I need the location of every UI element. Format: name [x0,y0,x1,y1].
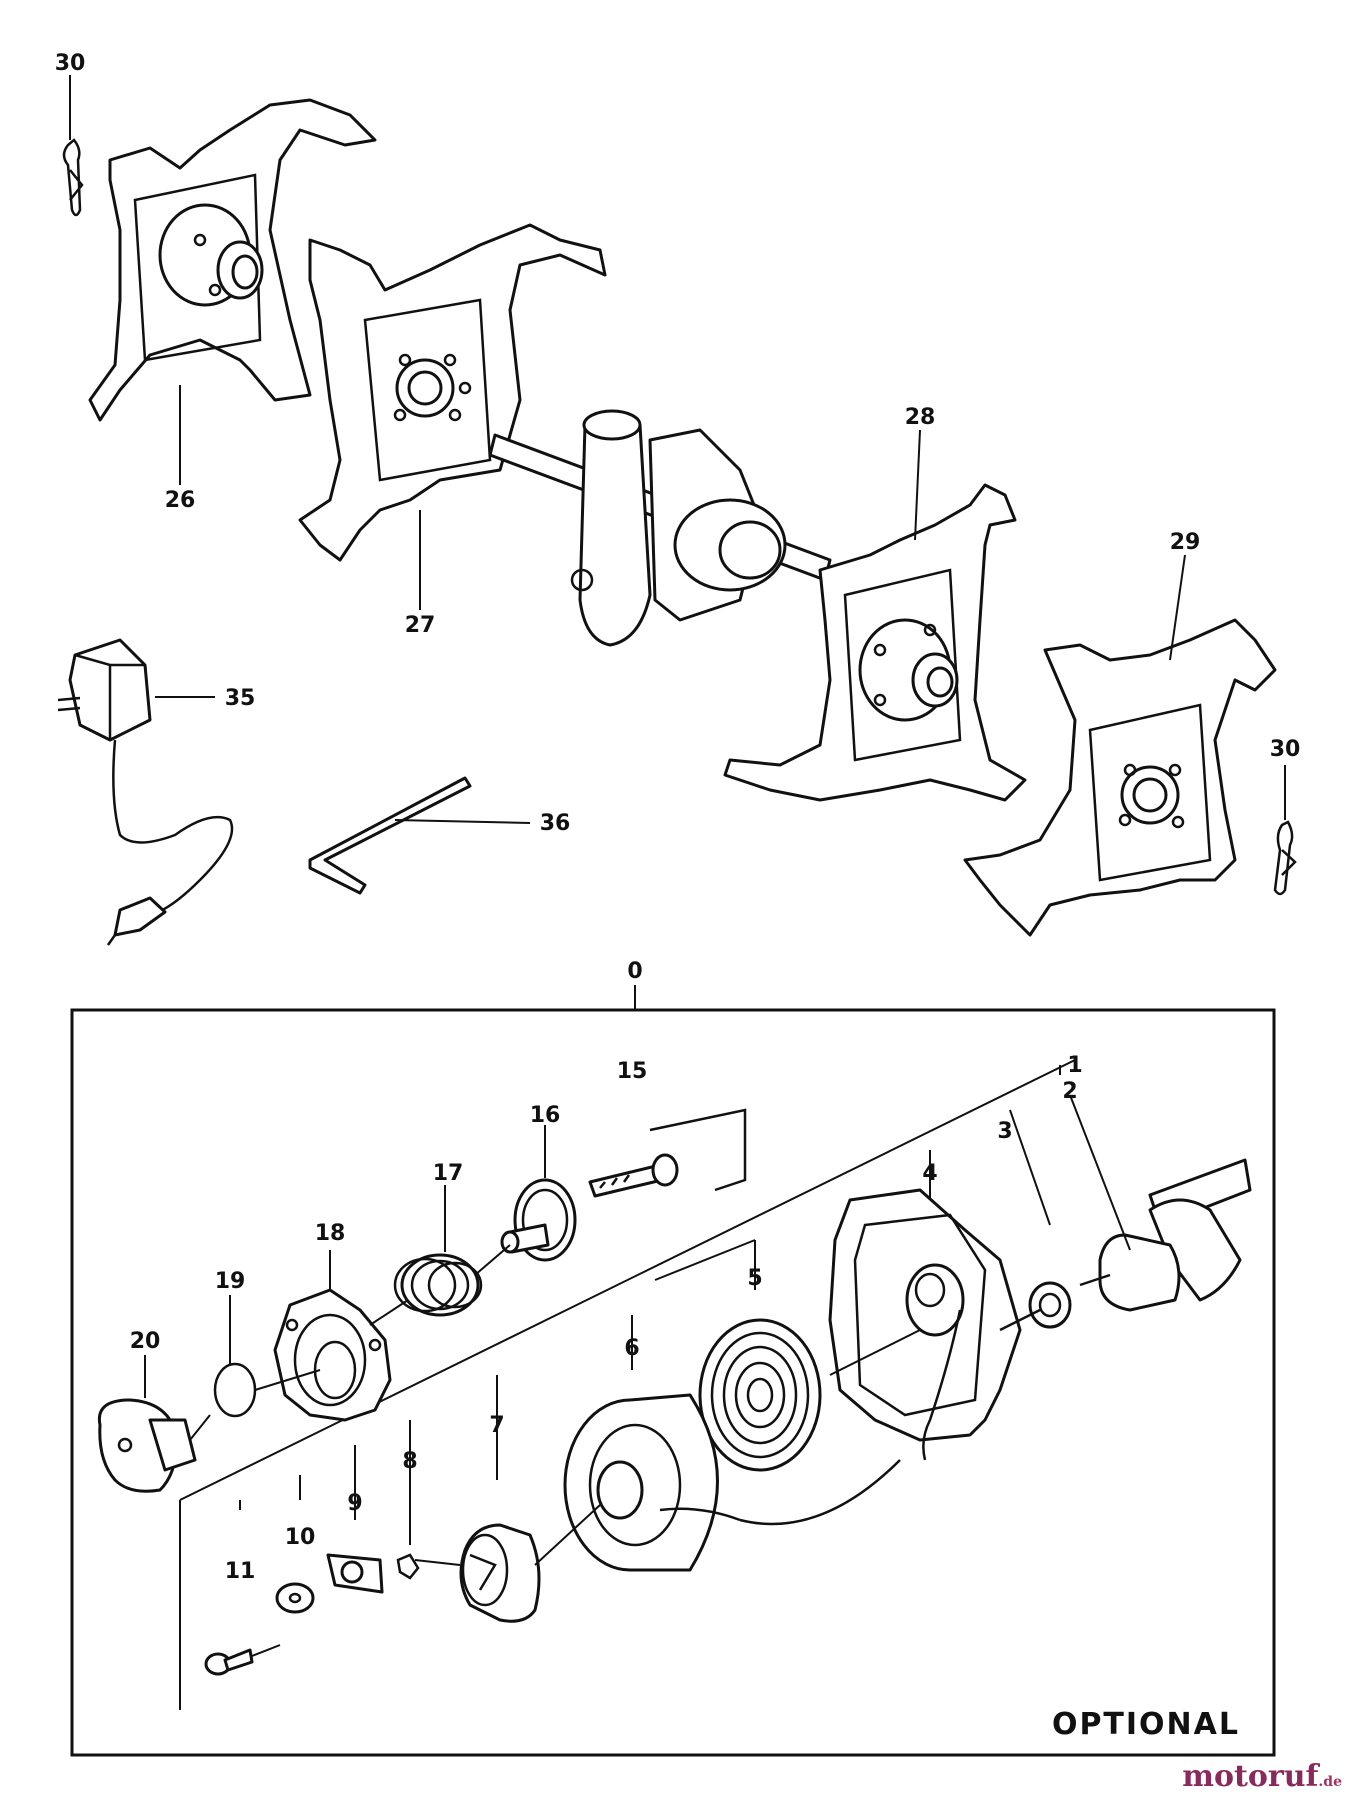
screw-11 [204,1648,254,1676]
callout-11: 11 [225,1559,256,1584]
hairpin-clip-30-right [1273,820,1297,896]
coil-spring-17 [393,1253,483,1317]
flanged-spacer-16 [500,1178,577,1262]
callout-10: 10 [285,1525,316,1550]
center-bolt-15 [588,1153,679,1198]
callout-4: 4 [922,1161,937,1186]
hairpin-clip-30-top [62,138,84,217]
watermark-name: motoruf [1182,1759,1319,1794]
o-ring-19 [213,1362,257,1418]
callout-20: 20 [130,1329,161,1354]
spring-clip-8 [396,1553,420,1580]
callout-9: 9 [347,1491,362,1516]
starter-housing-4 [828,1188,1041,1461]
tine-28 [723,483,1027,802]
callout-36: 36 [540,811,571,836]
site-watermark: motoruf.de [1182,1759,1342,1794]
ratchet-hub-7 [459,1523,541,1623]
callout-16: 16 [530,1103,561,1128]
callout-0: 0 [627,959,642,984]
callout-35: 35 [225,686,256,711]
washer-10 [275,1582,315,1614]
battery-charger-35 [57,638,234,946]
rope-guide-3 [1028,1281,1072,1329]
callout-27: 27 [405,613,436,638]
tine-27 [298,223,607,562]
callout-1: 1 [1067,1053,1082,1078]
callout-3: 3 [997,1119,1012,1144]
callout-18: 18 [315,1221,346,1246]
callout-26: 26 [165,488,196,513]
callout-5: 5 [747,1266,762,1291]
starter-handle-2 [1079,1158,1252,1312]
drive-knob-20 [97,1398,197,1493]
recoil-spring-5 [698,1318,822,1472]
callout-19: 19 [215,1269,246,1294]
watermark-tld: .de [1318,1774,1342,1790]
tine-29 [963,618,1277,937]
tine-26 [88,98,377,422]
callout-2: 2 [1062,1079,1077,1104]
rope-pulley-6 [563,1393,901,1572]
optional-kit-frame [70,1008,1276,1757]
callout-28: 28 [905,405,936,430]
starter-cover-18 [273,1288,392,1422]
callout-15: 15 [617,1059,648,1084]
callout-7: 7 [489,1413,504,1438]
optional-note: OPTIONAL [1052,1707,1240,1742]
callout-6: 6 [624,1336,639,1361]
callout-29: 29 [1170,530,1201,555]
callout-30-top: 30 [55,51,86,76]
gearbox-axle [488,409,832,647]
friction-plate-9 [326,1553,384,1594]
hex-key-36 [308,776,472,895]
callout-17: 17 [433,1161,464,1186]
callout-30-right: 30 [1270,737,1301,762]
callout-8: 8 [402,1449,417,1474]
